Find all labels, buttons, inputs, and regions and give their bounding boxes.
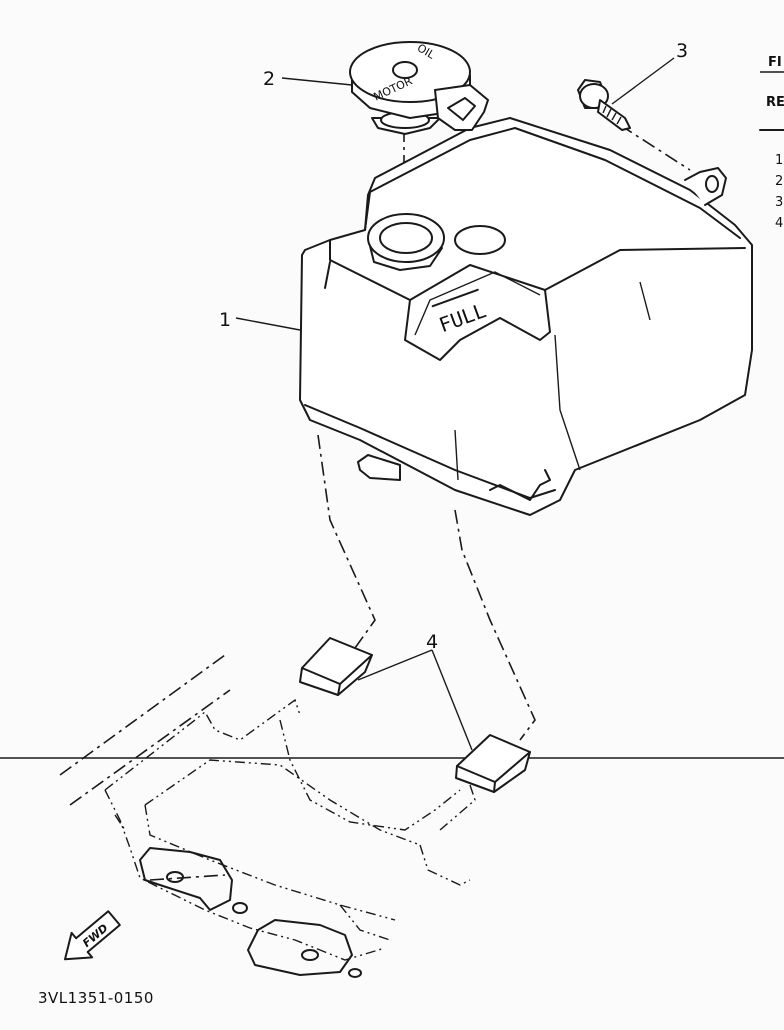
leader-lines [235,57,675,751]
oil-cap: MOTOR OIL [349,41,489,135]
callout-4: 4 [426,631,438,653]
table-row-3: 3 [775,195,783,210]
callout-3: 3 [676,40,688,62]
rubber-pad-left [299,637,373,696]
parts-table: FI RE 1 2 3 4 [759,55,784,231]
table-header-2: RE [766,95,784,110]
bolt [577,79,631,131]
callout-1: 1 [219,309,231,331]
drawing-number: 3VL1351-0150 [38,989,154,1007]
rubber-pad-right [455,734,531,793]
callout-2: 2 [263,68,275,90]
fwd-arrow-icon: FWD [64,910,121,961]
table-row-1: 1 [775,153,783,168]
table-row-4: 4 [775,216,783,231]
oil-tank: FULL [299,117,753,516]
table-header-1: FI [768,55,782,70]
table-row-2: 2 [775,174,783,189]
frame-bracket [59,654,476,978]
